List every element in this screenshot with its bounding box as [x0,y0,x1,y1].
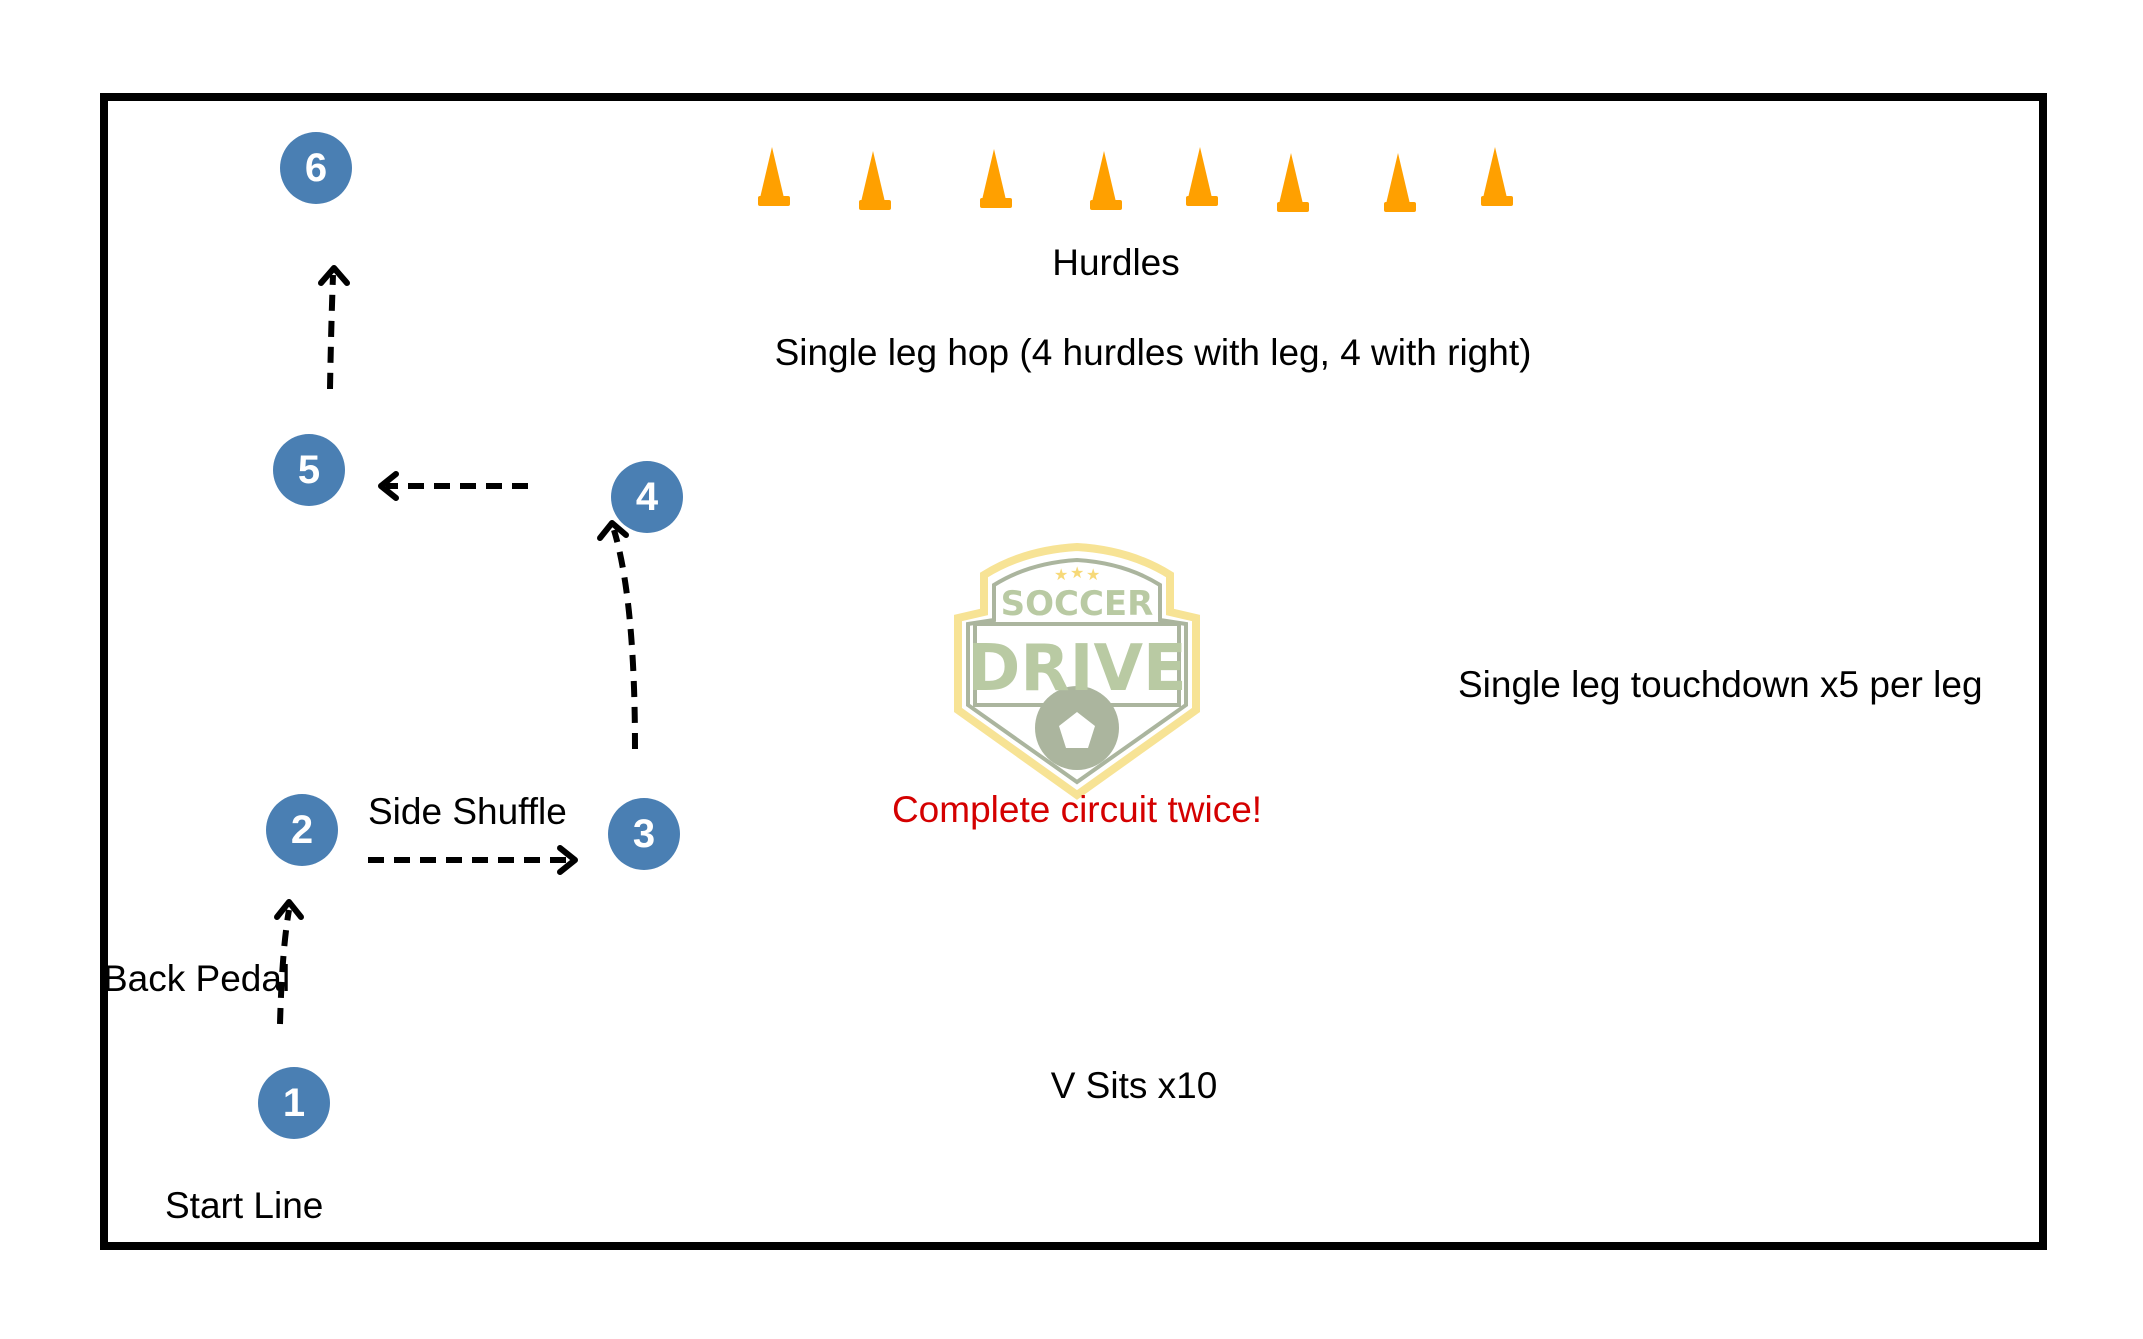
cone-icon [758,147,790,206]
arrowhead-icon [274,899,304,920]
cone-icon [1186,147,1218,206]
cone-icon [859,151,891,210]
station-marker-3: 3 [608,798,680,870]
station-marker-1: 1 [258,1067,330,1139]
arrowhead-icon [378,471,399,501]
logo-text-main: DRIVE [967,632,1186,706]
cone-icon [1384,153,1416,212]
station-marker-4: 4 [611,461,683,533]
complete-circuit-label: Complete circuit twice! [891,789,1263,830]
start-line-label: Start Line [165,1185,324,1226]
cone-icon [1481,147,1513,206]
hurdle-cones [758,147,1513,212]
touchdown-label: Single leg touchdown x5 per leg [1458,664,1983,705]
cone-icon [980,149,1012,208]
v-sits-label: V Sits x10 [1050,1065,1218,1106]
arrow-3-to-4 [611,529,638,750]
station-marker-2: 2 [266,794,338,866]
back-pedal-label: Back Pedal [103,958,291,999]
hurdles-label: Hurdles [1052,242,1180,283]
arrow-1-to-2 [277,909,292,1025]
station-marker-5: 5 [273,434,345,506]
logo-text-top: SOCCER [1001,584,1154,624]
arrow-5-to-6 [327,274,336,390]
station-marker-6: 6 [280,132,352,204]
drill-field-border [100,93,2047,1250]
svg-text:★: ★ [1070,565,1084,582]
arrowhead-icon [318,265,350,286]
soccer-drive-logo: ★★★ SOCCER DRIVE [954,542,1200,800]
svg-text:★: ★ [1054,567,1068,584]
svg-text:★: ★ [1086,567,1100,584]
cone-icon [1277,153,1309,212]
arrowhead-icon [597,520,629,541]
side-shuffle-label: Side Shuffle [368,791,567,832]
cone-icon [1090,151,1122,210]
arrowhead-icon [557,845,578,875]
single-leg-hop-label: Single leg hop (4 hurdles with leg, 4 wi… [774,332,1532,373]
